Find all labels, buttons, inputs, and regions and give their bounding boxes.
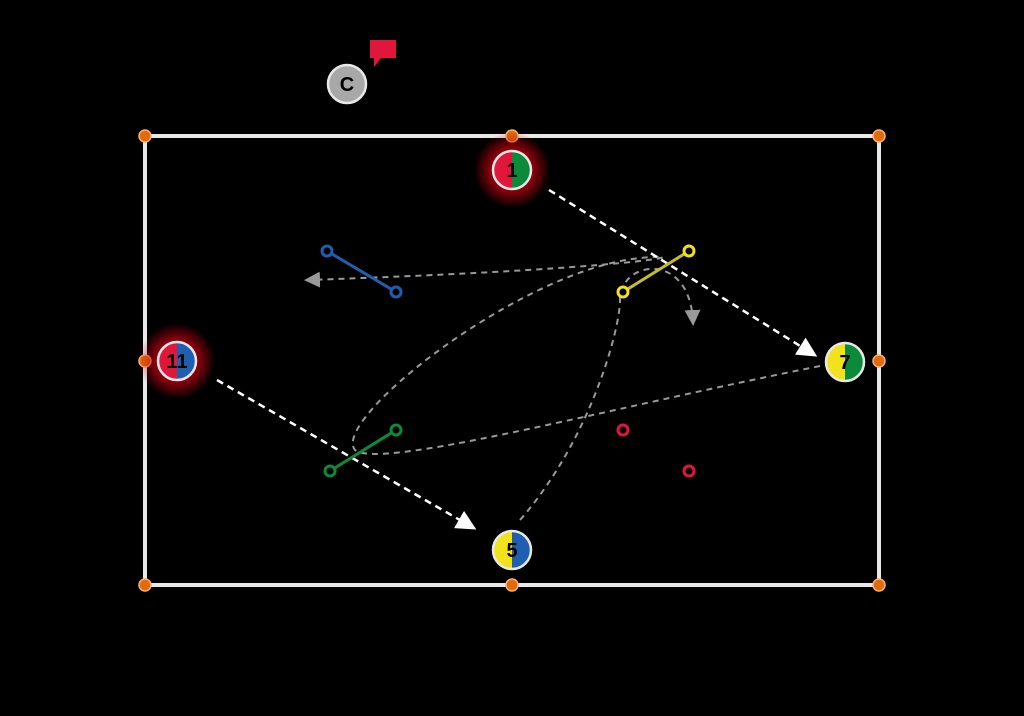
red-cones[interactable] [616,423,696,478]
green-gate[interactable] [323,423,403,478]
svg-text:C: C [340,74,354,96]
player-ring [156,340,198,382]
coach[interactable]: C [326,63,368,105]
player-half-left [493,151,512,189]
player-half-right [845,343,864,381]
player-11[interactable]: 11 [139,323,215,399]
run-arrow[interactable] [216,378,477,530]
player-half-left [826,343,845,381]
player-half-left [493,531,512,569]
player-half-right [177,342,196,380]
corner-marker[interactable] [872,354,886,368]
corner-marker[interactable] [505,578,519,592]
comment-icon[interactable] [370,40,396,67]
player-ring [491,149,533,191]
player-7[interactable]: 7 [824,341,866,383]
player-1[interactable]: 1 [474,132,550,208]
pass-path[interactable] [304,255,821,455]
player-half-right [512,151,531,189]
player-ring [824,341,866,383]
run-arrow[interactable] [548,188,818,357]
corner-marker[interactable] [872,129,886,143]
player-number: 1 [506,160,517,182]
player-half-right [512,531,531,569]
player-number: 5 [506,540,517,562]
yellow-gate[interactable] [616,244,696,299]
corner-marker[interactable] [138,129,152,143]
player-5[interactable]: 5 [491,529,533,571]
player-half-left [158,342,177,380]
corner-marker[interactable] [138,578,152,592]
player-number: 11 [166,351,187,373]
blue-gate[interactable] [320,244,403,299]
pass-path[interactable] [519,268,701,521]
player-number: 7 [839,352,850,374]
player-ring [491,529,533,571]
corner-marker[interactable] [872,578,886,592]
